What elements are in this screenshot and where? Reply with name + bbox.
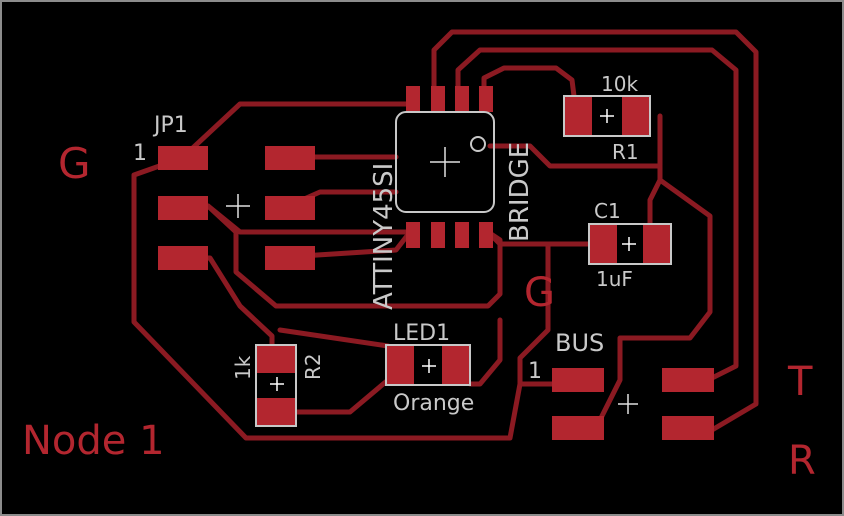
c1-pad-left [589, 224, 617, 264]
r2-pad-bottom [256, 398, 296, 426]
bus-name: BUS [555, 329, 604, 357]
led1-name: LED1 [393, 321, 450, 346]
c1-pad-right [643, 224, 671, 264]
tx-label: T [787, 359, 813, 405]
ic-pad-5 [479, 86, 493, 112]
jp1-origin-cross [226, 194, 250, 218]
ic-pad-2 [431, 222, 445, 248]
trace-ic-pin1-to-top-loop [431, 29, 759, 433]
c1-name: C1 [594, 199, 621, 223]
silkscreen [255, 95, 672, 427]
r2-origin-cross [270, 377, 284, 391]
copper-traces [131, 29, 759, 441]
led1-outline [385, 344, 471, 386]
ic-pad-3 [455, 222, 469, 248]
r2-name: R2 [301, 353, 325, 380]
trace-ic-pin2-to-right [455, 47, 739, 381]
ic-outline [395, 111, 495, 213]
r2-pad-top [256, 345, 296, 373]
ic-pad-6 [455, 86, 469, 112]
trace-ic-pin3-to-r1 [481, 65, 579, 115]
r1-origin-cross [600, 109, 614, 123]
trace-led1-to-ground [467, 317, 503, 387]
ic-value: BRIDGE [505, 142, 535, 242]
r1-pad-right [622, 96, 650, 136]
node-label: Node 1 [22, 418, 165, 464]
bus-pad-1 [552, 368, 604, 392]
jp1-pad-5 [265, 196, 315, 220]
jp1-pad-2 [158, 196, 208, 220]
copper-text: Node 1 G G T R [22, 139, 816, 484]
ic-pad-7 [431, 86, 445, 112]
bus-pin1-marker: 1 [528, 359, 542, 384]
bus-pad-2 [552, 416, 604, 440]
ic-name: ATTINY45SI [369, 163, 399, 310]
c1-value: 1uF [596, 267, 633, 291]
r2-outline [255, 344, 297, 427]
trace-jp1-pin1-to-ic-pin8 [179, 101, 413, 161]
bus-pad-3 [662, 368, 714, 392]
r1-pad-left [564, 96, 592, 136]
led1-value: Orange [393, 391, 474, 416]
pads [158, 86, 714, 440]
c1-outline [588, 223, 672, 265]
origin-markers [226, 109, 638, 414]
trace-ic-pin7-to-r1 [487, 143, 663, 169]
ic-pad-1 [406, 222, 420, 248]
r1-outline [563, 95, 651, 137]
led1-pad-right [442, 345, 470, 385]
jp1-pad-4 [265, 146, 315, 170]
ground-label-middle: G [524, 270, 555, 316]
ic-pin1-marker [470, 136, 486, 152]
trace-jp1-pin2-to-led1 [205, 203, 503, 309]
jp1-pin1-marker: 1 [133, 141, 147, 166]
ic-origin-cross [430, 147, 460, 177]
r1-name: R1 [612, 140, 639, 164]
c1-origin-cross [622, 237, 636, 251]
trace-jp1-to-ic-pin4 [283, 229, 413, 260]
ic-pad-4 [479, 222, 493, 248]
silkscreen-text: JP1 1 ATTINY45SI BRIDGE 10k R1 C1 1uF LE… [133, 72, 639, 416]
jp1-pad-1 [158, 146, 208, 170]
bus-origin-cross [618, 394, 638, 414]
trace-bus-to-c1-area [517, 241, 551, 387]
jp1-name: JP1 [152, 113, 188, 138]
jp1-pad-3 [158, 246, 208, 270]
r1-value: 10k [601, 72, 638, 96]
ground-label-left: G [58, 139, 91, 188]
jp1-pad-6 [265, 246, 315, 270]
led1-origin-cross [422, 359, 436, 373]
rx-label: R [788, 438, 816, 484]
bus-pad-4 [662, 416, 714, 440]
r2-value: 1k [231, 355, 255, 380]
ic-pad-8 [406, 86, 420, 112]
trace-r1-to-bus [571, 177, 713, 431]
led1-pad-left [386, 345, 414, 385]
